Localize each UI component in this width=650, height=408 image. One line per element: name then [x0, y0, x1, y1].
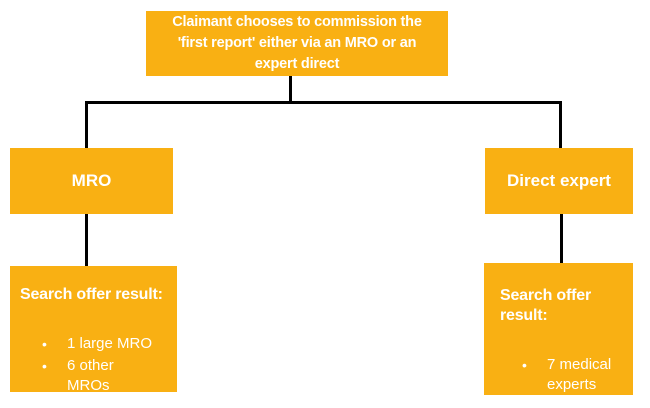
result-mro-bullet-list: • 1 large MRO • 6 other MROs	[20, 334, 169, 396]
result-mro-heading: Search offer result:	[20, 286, 163, 303]
connector-left-drop-lower	[85, 214, 88, 267]
result-direct-bullet-1: 7 medical experts	[547, 356, 612, 393]
result-box-mro: Search offer result: • 1 large MRO • 6 o…	[10, 266, 177, 394]
connector-root-stub	[289, 75, 292, 103]
list-item: • 7 medical experts	[522, 355, 625, 395]
node-claimant-commission-label: Claimant chooses to commission the 'firs…	[172, 14, 422, 72]
bullet-icon: •	[42, 358, 47, 374]
node-direct-expert: Direct expert	[485, 148, 633, 214]
list-item: • 1 large MRO	[42, 334, 169, 354]
node-mro: MRO	[10, 148, 173, 214]
connector-right-drop-upper	[559, 101, 562, 149]
node-claimant-commission: Claimant chooses to commission the 'firs…	[146, 11, 448, 76]
connector-right-drop-lower	[560, 214, 563, 264]
list-item: • 6 other MROs	[42, 356, 169, 396]
result-mro-bullet-2: 6 other MROs	[67, 357, 114, 394]
connector-left-drop-upper	[85, 101, 88, 149]
connector-horizontal-bar	[85, 101, 562, 104]
result-box-direct-expert: Search offer result: • 7 medical experts	[484, 263, 633, 395]
bullet-icon: •	[522, 357, 527, 373]
result-direct-bullet-list: • 7 medical experts	[500, 355, 625, 395]
result-direct-heading: Search offer result:	[500, 287, 591, 324]
bullet-icon: •	[42, 336, 47, 352]
node-direct-expert-label: Direct expert	[507, 171, 611, 190]
node-mro-label: MRO	[71, 171, 112, 190]
result-mro-bullet-1: 1 large MRO	[67, 335, 153, 352]
